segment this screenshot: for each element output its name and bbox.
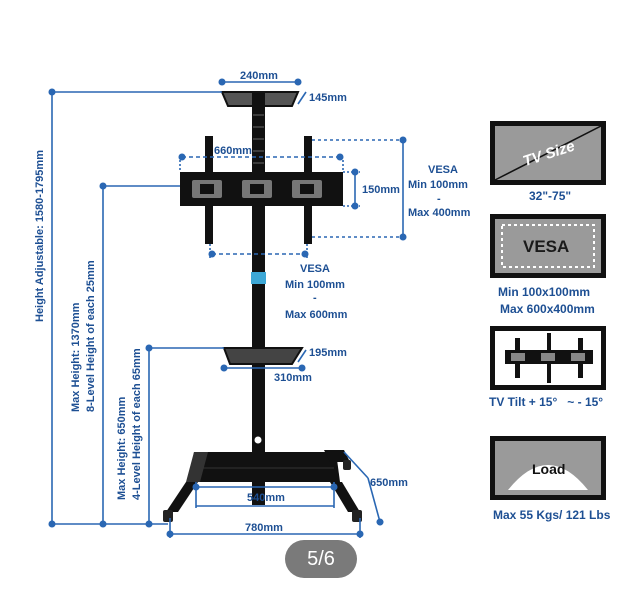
max-height-label-1: Max Height: 1370mm <box>70 302 82 412</box>
feature-load: Load Max 55 Kgs/ 121 Lbs <box>490 436 611 522</box>
bracket-width-label: 660mm <box>214 145 252 157</box>
tv-stand <box>163 91 362 522</box>
vesa-caption-1: Min 100x100mm <box>498 285 590 299</box>
page-indicator[interactable]: 5/6 <box>285 540 357 578</box>
dimension-lines <box>48 78 407 538</box>
shelf-width-label: 310mm <box>274 372 312 384</box>
max-height-label-2: 8-Level Height of each 25mm <box>85 260 97 412</box>
vesa-bottom-min: Min 100mm <box>285 279 345 291</box>
vesa-icon-text: VESA <box>523 237 569 256</box>
pole-accent-ring <box>251 272 266 284</box>
feature-vesa: VESA Min 100x100mm Max 600x400mm <box>490 214 606 316</box>
tv-tilt-caption: TV Tilt + 15° ~ - 15° <box>489 395 603 409</box>
bracket-height-label: 150mm <box>362 184 400 196</box>
shelf-height-label-1: Max Height: 650mm <box>116 396 128 500</box>
vesa-right-min: Min 100mm <box>408 179 468 191</box>
feature-tv-size: TV Size 32"-75" <box>490 121 606 203</box>
middle-shelf <box>222 347 304 365</box>
vesa-bottom-dash: - <box>313 292 317 304</box>
shelf-depth-label: 195mm <box>309 347 347 359</box>
tv-size-caption: 32"-75" <box>529 189 571 203</box>
feature-tv-tilt: TV Tilt + 15° ~ - 15° <box>489 326 606 409</box>
base-width-label: 780mm <box>245 522 283 534</box>
vesa-bottom-max: Max 600mm <box>285 309 348 321</box>
top-depth-label: 145mm <box>309 92 347 104</box>
load-icon-text: Load <box>532 461 565 477</box>
vesa-bottom-title: VESA <box>300 263 330 275</box>
base-inner-width-label: 540mm <box>247 492 285 504</box>
top-width-label: 240mm <box>240 70 278 82</box>
vesa-right-max: Max 400mm <box>408 207 471 219</box>
shelf-height-label-2: 4-Level Height of each 65mm <box>131 348 143 500</box>
height-adjustable-label: Height Adjustable: 1580-1795mm <box>34 150 46 322</box>
base-depth-label: 650mm <box>370 477 408 489</box>
vesa-right-title: VESA <box>428 164 458 176</box>
vesa-right-dash: - <box>437 193 441 205</box>
load-caption: Max 55 Kgs/ 121 Lbs <box>493 508 611 522</box>
vesa-caption-2: Max 600x400mm <box>500 302 595 316</box>
